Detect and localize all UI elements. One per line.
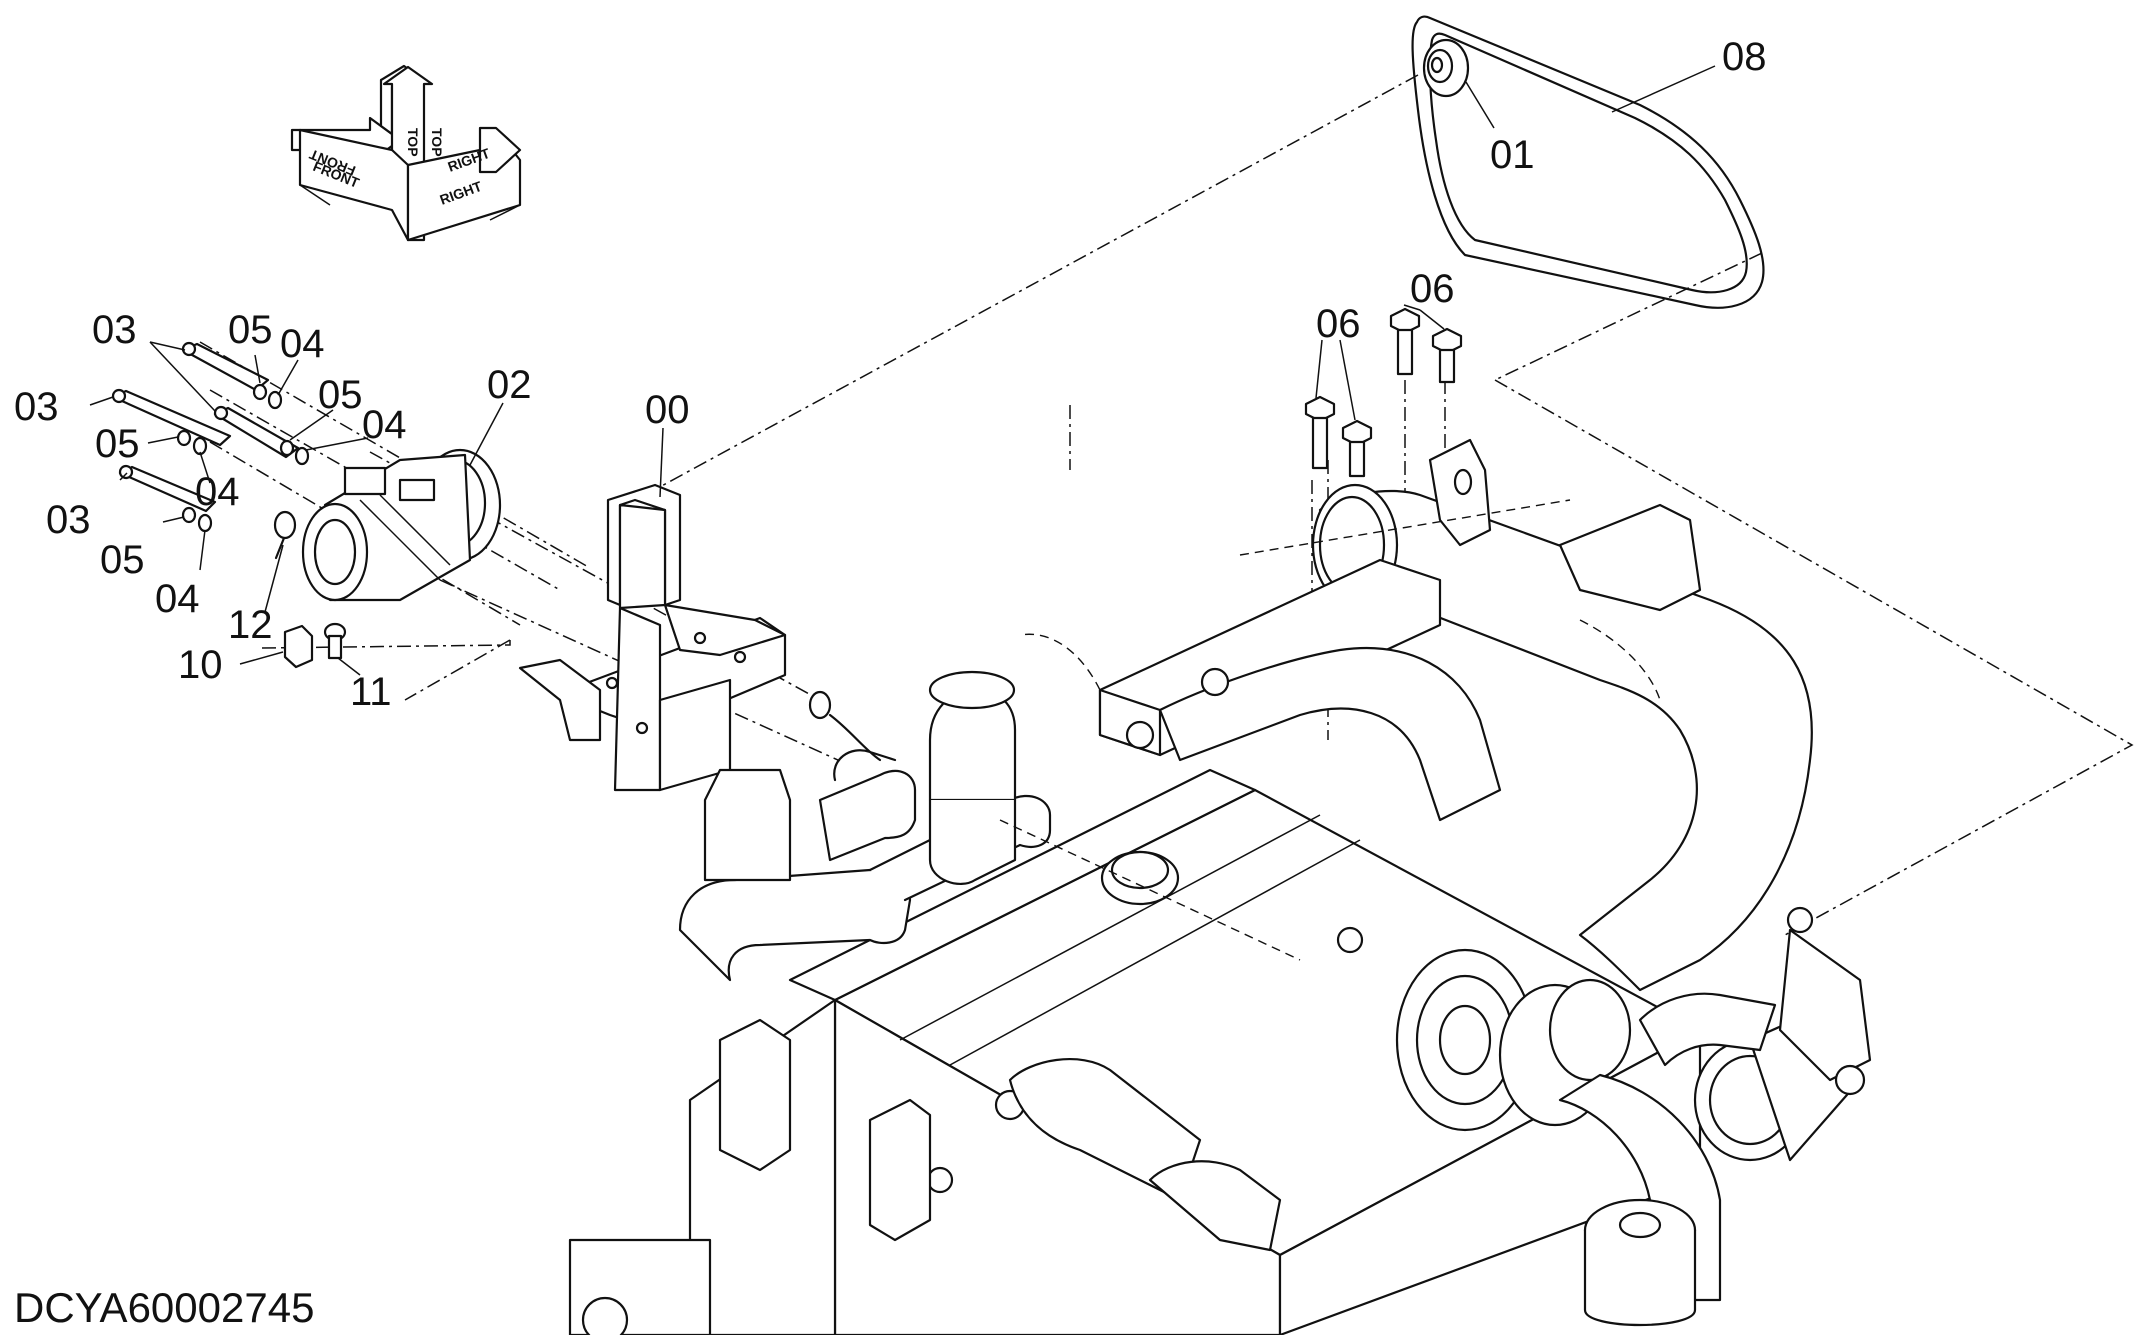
bolt-03-c <box>213 405 300 459</box>
callout-00: 00 <box>645 388 690 432</box>
bolt-06-d <box>1431 327 1463 384</box>
callout-11: 11 <box>350 670 392 714</box>
callout-12: 12 <box>228 603 273 647</box>
drive-belt <box>1411 15 1765 309</box>
callout-labels: 00 01 02 08 03 03 03 05 04 05 04 05 04 0… <box>14 35 1767 714</box>
bolt-03-b <box>111 388 232 447</box>
washer-04-c <box>192 436 208 456</box>
callout-06-b: 06 <box>1410 267 1455 311</box>
callout-04-d: 04 <box>155 577 200 621</box>
ac-compressor <box>273 448 502 602</box>
bolt-11 <box>323 622 347 660</box>
washer-05-b <box>279 439 295 457</box>
callout-04-b: 04 <box>362 403 407 447</box>
washer-05-d <box>181 506 197 524</box>
drawing-code: DCYA60002745 <box>14 1284 314 1331</box>
bolt-06-b <box>1341 419 1373 478</box>
callout-08: 08 <box>1722 35 1767 79</box>
orientation-arrows: FRONT FRONT TOP TOP RIGHT RIGHT <box>290 64 522 242</box>
washer-04-b <box>294 446 310 466</box>
callout-03-c: 03 <box>46 498 91 542</box>
bolt-03-d <box>118 464 217 513</box>
compressor-bracket <box>518 483 787 792</box>
bolt-06-c <box>1389 307 1421 376</box>
bolt-06-a <box>1304 395 1336 470</box>
washer-04-a <box>267 390 283 410</box>
washer-05-c <box>176 429 192 447</box>
callout-05-b: 05 <box>318 373 363 417</box>
top-direction-label: TOP <box>405 128 421 157</box>
callout-06-a: 06 <box>1316 302 1361 346</box>
clamp-10 <box>283 624 314 669</box>
callout-02: 02 <box>487 363 532 407</box>
leader-lines <box>89 65 1716 676</box>
callout-04-c: 04 <box>195 470 240 514</box>
callout-03-b: 03 <box>14 385 59 429</box>
engine-assembly <box>568 438 1872 1335</box>
washer-04-d <box>197 513 213 533</box>
top-mirror-label: TOP <box>429 128 445 157</box>
callout-03-a: 03 <box>92 308 137 352</box>
callout-01: 01 <box>1490 133 1535 177</box>
bolt-03-a <box>181 341 270 392</box>
callout-05-a: 05 <box>228 308 273 352</box>
washer-05-a <box>252 383 268 401</box>
callout-05-c: 05 <box>95 422 140 466</box>
idler-pulley <box>1422 38 1470 98</box>
callout-05-d: 05 <box>100 538 145 582</box>
callout-04-a: 04 <box>280 322 325 366</box>
callout-10: 10 <box>178 643 223 687</box>
